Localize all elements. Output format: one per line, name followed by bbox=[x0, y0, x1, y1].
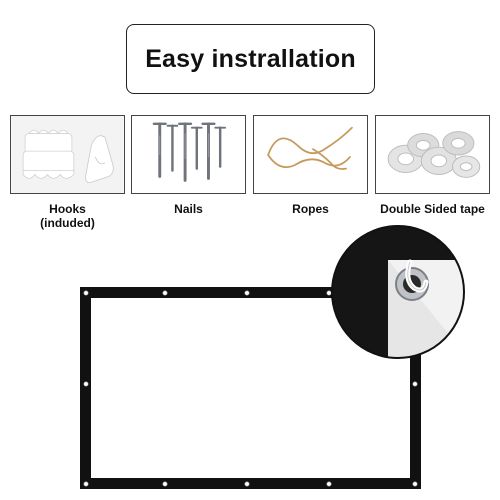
ropes-label: Ropes bbox=[253, 202, 368, 216]
nails-icon bbox=[132, 116, 245, 193]
tape-rolls-icon bbox=[376, 116, 489, 193]
nails-label: Nails bbox=[131, 202, 246, 216]
ropes-label-line1: Ropes bbox=[292, 202, 329, 216]
hooks-tile bbox=[10, 115, 125, 194]
tape-label-line1: Double Sided tape bbox=[380, 202, 485, 216]
title-box: Easy instrallation bbox=[126, 24, 375, 94]
zoom-circle-border bbox=[331, 225, 465, 359]
ropes-tile bbox=[253, 115, 368, 194]
adhesive-hooks-icon bbox=[11, 116, 124, 193]
hooks-label-line2: (induded) bbox=[40, 216, 95, 230]
tape-tile bbox=[375, 115, 490, 194]
hooks-label-line1: Hooks bbox=[49, 202, 86, 216]
nails-tile bbox=[131, 115, 246, 194]
hooks-label: Hooks (induded) bbox=[10, 202, 125, 230]
rope-icon bbox=[254, 116, 367, 193]
page-title: Easy instrallation bbox=[145, 44, 356, 73]
tape-label: Double Sided tape bbox=[375, 202, 490, 216]
nails-label-line1: Nails bbox=[174, 202, 203, 216]
grommet-holes bbox=[83, 290, 418, 487]
